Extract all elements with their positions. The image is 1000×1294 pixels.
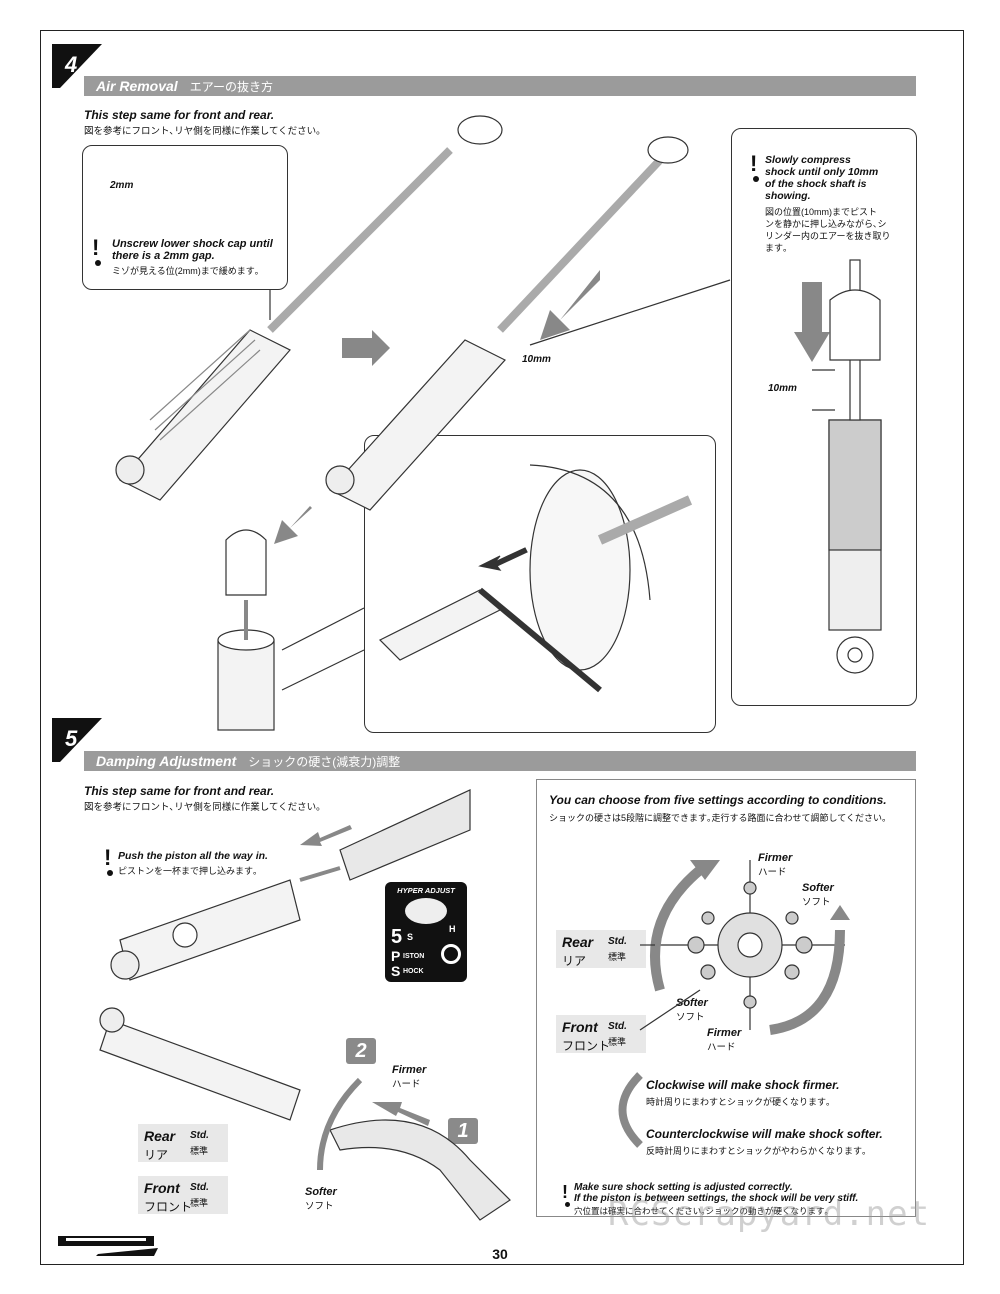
- compress-warning: ! Slowly compress shock until only 10mm …: [750, 151, 910, 254]
- step-4-badge: 4: [52, 44, 110, 88]
- settings-panel: [536, 779, 916, 1217]
- warning-icon: !: [104, 845, 112, 870]
- step-4-title-bar: Air Removal エアーの抜き方: [84, 76, 916, 96]
- page-frame: [40, 30, 964, 1265]
- shaft-10mm-label: 10mm: [522, 354, 551, 365]
- arrow-left-icon: [300, 825, 352, 846]
- step-5-note-en: This step same for front and rear.: [84, 784, 275, 798]
- shock-illustration-2: [325, 136, 689, 511]
- page-number: 30: [492, 1246, 508, 1262]
- piston-dial: [655, 860, 845, 1030]
- setting-warning: ! Make sure shock setting is adjusted co…: [562, 1182, 902, 1216]
- warning-icon: !: [92, 235, 100, 260]
- choose-text-jp: ショックの硬さは5段階に調整できます｡走行する路面に合わせて調節してください｡: [549, 813, 887, 823]
- warning-icon: !: [750, 151, 758, 176]
- tool-illustration: [378, 464, 693, 693]
- inset-compress-shock: [731, 128, 917, 706]
- piston-icon: [405, 898, 447, 924]
- step-4-note-en: This step same for front and rear.: [84, 108, 275, 122]
- step-number: 5: [65, 726, 78, 751]
- step-title-jp: エアーの抜き方: [189, 80, 273, 94]
- unscrew-warning: ! Unscrew lower shock cap until there is…: [92, 235, 282, 282]
- detail-10mm-label: 10mm: [768, 383, 797, 394]
- shock-illustration-5: [99, 1007, 511, 1221]
- arrow-down-detail-icon: [794, 282, 830, 362]
- setting-warning-2: If the piston is between settings, the s…: [574, 1193, 859, 1204]
- shock-illustration-1: [115, 115, 503, 501]
- shock-cross-section: [812, 259, 882, 674]
- step-5-note-jp: 図を参考にフロント､リヤ側を同様に作業してください｡: [84, 802, 321, 813]
- setting-warning-jp: 穴位置は確実に合わせてください｡ショックの動きが硬くなります｡: [574, 1206, 829, 1216]
- shock-illustration-4: [110, 789, 471, 981]
- compress-jp-2: ンを静かに押し込みながら､シ: [765, 219, 887, 229]
- clockwise-text-en: Clockwise will make shock firmer.: [646, 1078, 840, 1092]
- rotation-arrow-ccw: [650, 866, 704, 992]
- push-warning: ! Push the piston all the way in. ピストンを一…: [104, 845, 304, 880]
- step-title-jp: ショックの硬さ(減衰力)調整: [248, 755, 401, 769]
- step-2-badge: 2: [346, 1038, 376, 1064]
- badge-shock: HOCK: [403, 968, 424, 975]
- arrow-down-icon: [540, 270, 600, 340]
- choose-text-en: You can choose from five settings accord…: [549, 793, 887, 807]
- compress-text-2: shock until only 10mm: [765, 166, 879, 178]
- hpi-racing-logo: [58, 1230, 168, 1263]
- wrench-icon: [441, 944, 461, 964]
- unscrew-text-1: Unscrew lower shock cap until: [112, 238, 273, 250]
- compress-text-4: showing.: [765, 190, 811, 202]
- step-4-note-jp: 図を参考にフロント､リヤ側を同様に作業してください｡: [84, 126, 321, 137]
- badge-5: 5: [391, 926, 403, 948]
- watermark: RCScrapyard.net: [608, 1194, 931, 1234]
- arrow-down-left-icon: [274, 506, 312, 544]
- step-title-en: Air Removal: [96, 78, 178, 94]
- badge-p: P: [391, 948, 401, 964]
- shock-illustration-3: [217, 529, 275, 731]
- step-5-badge: 5: [52, 718, 110, 762]
- gap-label: 2mm: [110, 180, 134, 191]
- rotation-arrow-cw: [769, 929, 845, 1035]
- compress-jp-3: リンダー内のエアーを抜き取り: [765, 231, 891, 241]
- unscrew-text-jp: ミゾが見える位(2mm)まで緩めます｡: [112, 266, 260, 276]
- compress-jp-1: 図の位置(10mm)までピスト: [765, 207, 877, 217]
- arrow-left-icon-2: [372, 1102, 430, 1126]
- unscrew-text-2: there is a 2mm gap.: [112, 250, 215, 262]
- push-text-jp: ピストンを一杯まで押し込みます｡: [118, 866, 258, 876]
- compress-jp-4: ます｡: [765, 243, 788, 253]
- counterclockwise-text-jp: 反時計周りにまわすとショックがやわらかくなります｡: [646, 1146, 867, 1156]
- compress-text-3: of the shock shaft is: [765, 178, 867, 190]
- push-text-en: Push the piston all the way in.: [118, 850, 268, 862]
- badge-title: HYPER ADJUST: [397, 886, 455, 895]
- step-title-en: Damping Adjustment: [96, 753, 237, 769]
- arrow-right-icon: [342, 330, 390, 366]
- setting-warning-1: Make sure shock setting is adjusted corr…: [574, 1182, 793, 1193]
- counterclockwise-text-en: Counterclockwise will make shock softer.: [646, 1127, 883, 1141]
- warning-icon: !: [562, 1182, 568, 1202]
- badge-piston: ISTON: [403, 953, 425, 960]
- step-5-title-bar: Damping Adjustment ショックの硬さ(減衰力)調整: [84, 751, 916, 771]
- inset-unscrew-cap: [82, 145, 288, 290]
- rotation-icon: [618, 1072, 643, 1148]
- clockwise-text-jp: 時計周りにまわすとショックが硬くなります｡: [646, 1097, 831, 1107]
- badge-s: S: [407, 932, 414, 942]
- badge-h: H: [449, 924, 456, 934]
- hyper-adjust-logo: HYPER ADJUST 5 S H P ISTON S HOCK: [385, 882, 467, 982]
- step-number: 4: [65, 52, 78, 77]
- badge-s2: S: [391, 963, 401, 979]
- step-1-badge: 1: [448, 1118, 478, 1144]
- compress-text-1: Slowly compress: [765, 154, 851, 166]
